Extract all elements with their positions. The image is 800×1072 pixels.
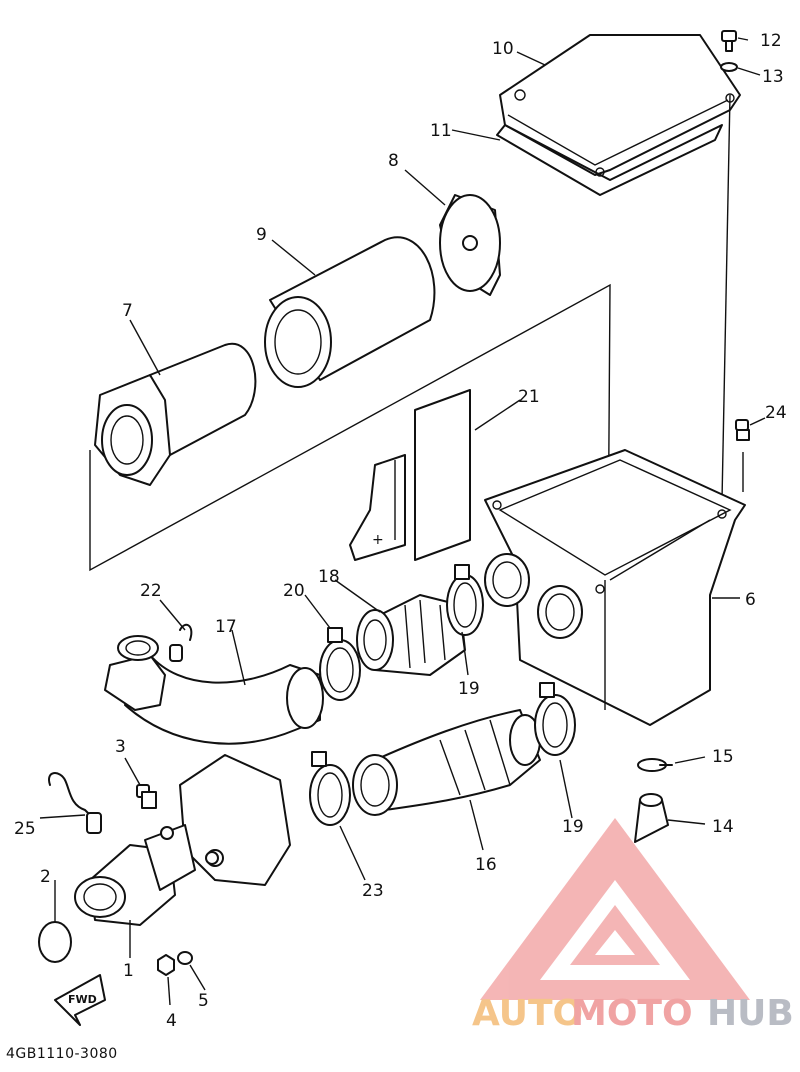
clip-22	[179, 623, 193, 641]
washer-5	[177, 951, 193, 965]
watermark-text: AUTO MOTO HUB	[472, 993, 794, 1034]
clamp-23	[309, 751, 351, 826]
callout-15: 15	[712, 747, 734, 767]
watermark-hub: HUB	[707, 993, 794, 1034]
callout-8: 8	[388, 151, 399, 171]
clamp-19-lower	[534, 682, 576, 756]
svg-text:+: +	[372, 532, 384, 548]
callout-23: 23	[362, 881, 384, 901]
callout-16: 16	[475, 855, 497, 875]
callout-11: 11	[430, 121, 452, 141]
vent-tube	[634, 793, 669, 843]
callout-21: 21	[518, 387, 540, 407]
intake-tube	[104, 635, 324, 745]
fwd-arrow-icon: FWD	[54, 974, 106, 1026]
nut-4	[157, 954, 175, 976]
sensor-lead	[48, 772, 102, 834]
callout-14: 14	[712, 817, 734, 837]
callouts: 10 11 12 13 8 9 7 21 24 6 22 17 20 18 19…	[14, 31, 787, 1031]
airbox-case	[484, 449, 746, 726]
watermark-logo	[480, 818, 750, 1000]
caution-label: +	[349, 389, 471, 561]
fwd-label: FWD	[68, 993, 97, 1006]
leader-line	[721, 94, 731, 501]
washer-13	[720, 62, 738, 72]
callout-19-lower: 19	[562, 817, 584, 837]
filter-element	[264, 236, 436, 388]
callout-18: 18	[318, 567, 340, 587]
bolt-24	[735, 419, 750, 492]
clip-15	[637, 758, 673, 772]
leader-lines	[39, 37, 766, 1006]
callout-4: 4	[166, 1011, 177, 1031]
callout-7: 7	[122, 301, 133, 321]
callout-6: 6	[745, 590, 756, 610]
bolt-12	[721, 30, 737, 52]
callout-10: 10	[492, 39, 514, 59]
watermark-moto: MOTO	[571, 993, 693, 1034]
watermark-auto: AUTO	[472, 993, 583, 1034]
exploded-view-frame	[89, 283, 611, 581]
callout-5: 5	[198, 991, 209, 1011]
callout-25: 25	[14, 819, 36, 839]
callout-13: 13	[762, 67, 784, 87]
clamp-19-upper	[446, 564, 484, 636]
callout-17: 17	[215, 617, 237, 637]
callout-19-upper: 19	[458, 679, 480, 699]
bolt-3	[136, 784, 157, 809]
airbox-cover	[499, 34, 741, 177]
clamp-20	[319, 627, 361, 701]
callout-3: 3	[115, 737, 126, 757]
element-cap	[439, 194, 501, 296]
callout-22: 22	[140, 581, 162, 601]
carburetor-joint	[74, 824, 219, 926]
callout-20: 20	[283, 581, 305, 601]
callout-24: 24	[765, 403, 787, 423]
callout-2: 2	[40, 867, 51, 887]
drawing-code: 4GB1110-3080	[6, 1046, 118, 1062]
callout-1: 1	[123, 961, 134, 981]
air-joint	[356, 594, 466, 676]
callout-9: 9	[256, 225, 267, 245]
carburetor-body	[179, 754, 291, 886]
o-ring	[38, 921, 72, 963]
element-guide	[94, 342, 257, 486]
intake-duct	[352, 709, 541, 816]
callout-12: 12	[760, 31, 782, 51]
cover-seal	[496, 124, 723, 196]
